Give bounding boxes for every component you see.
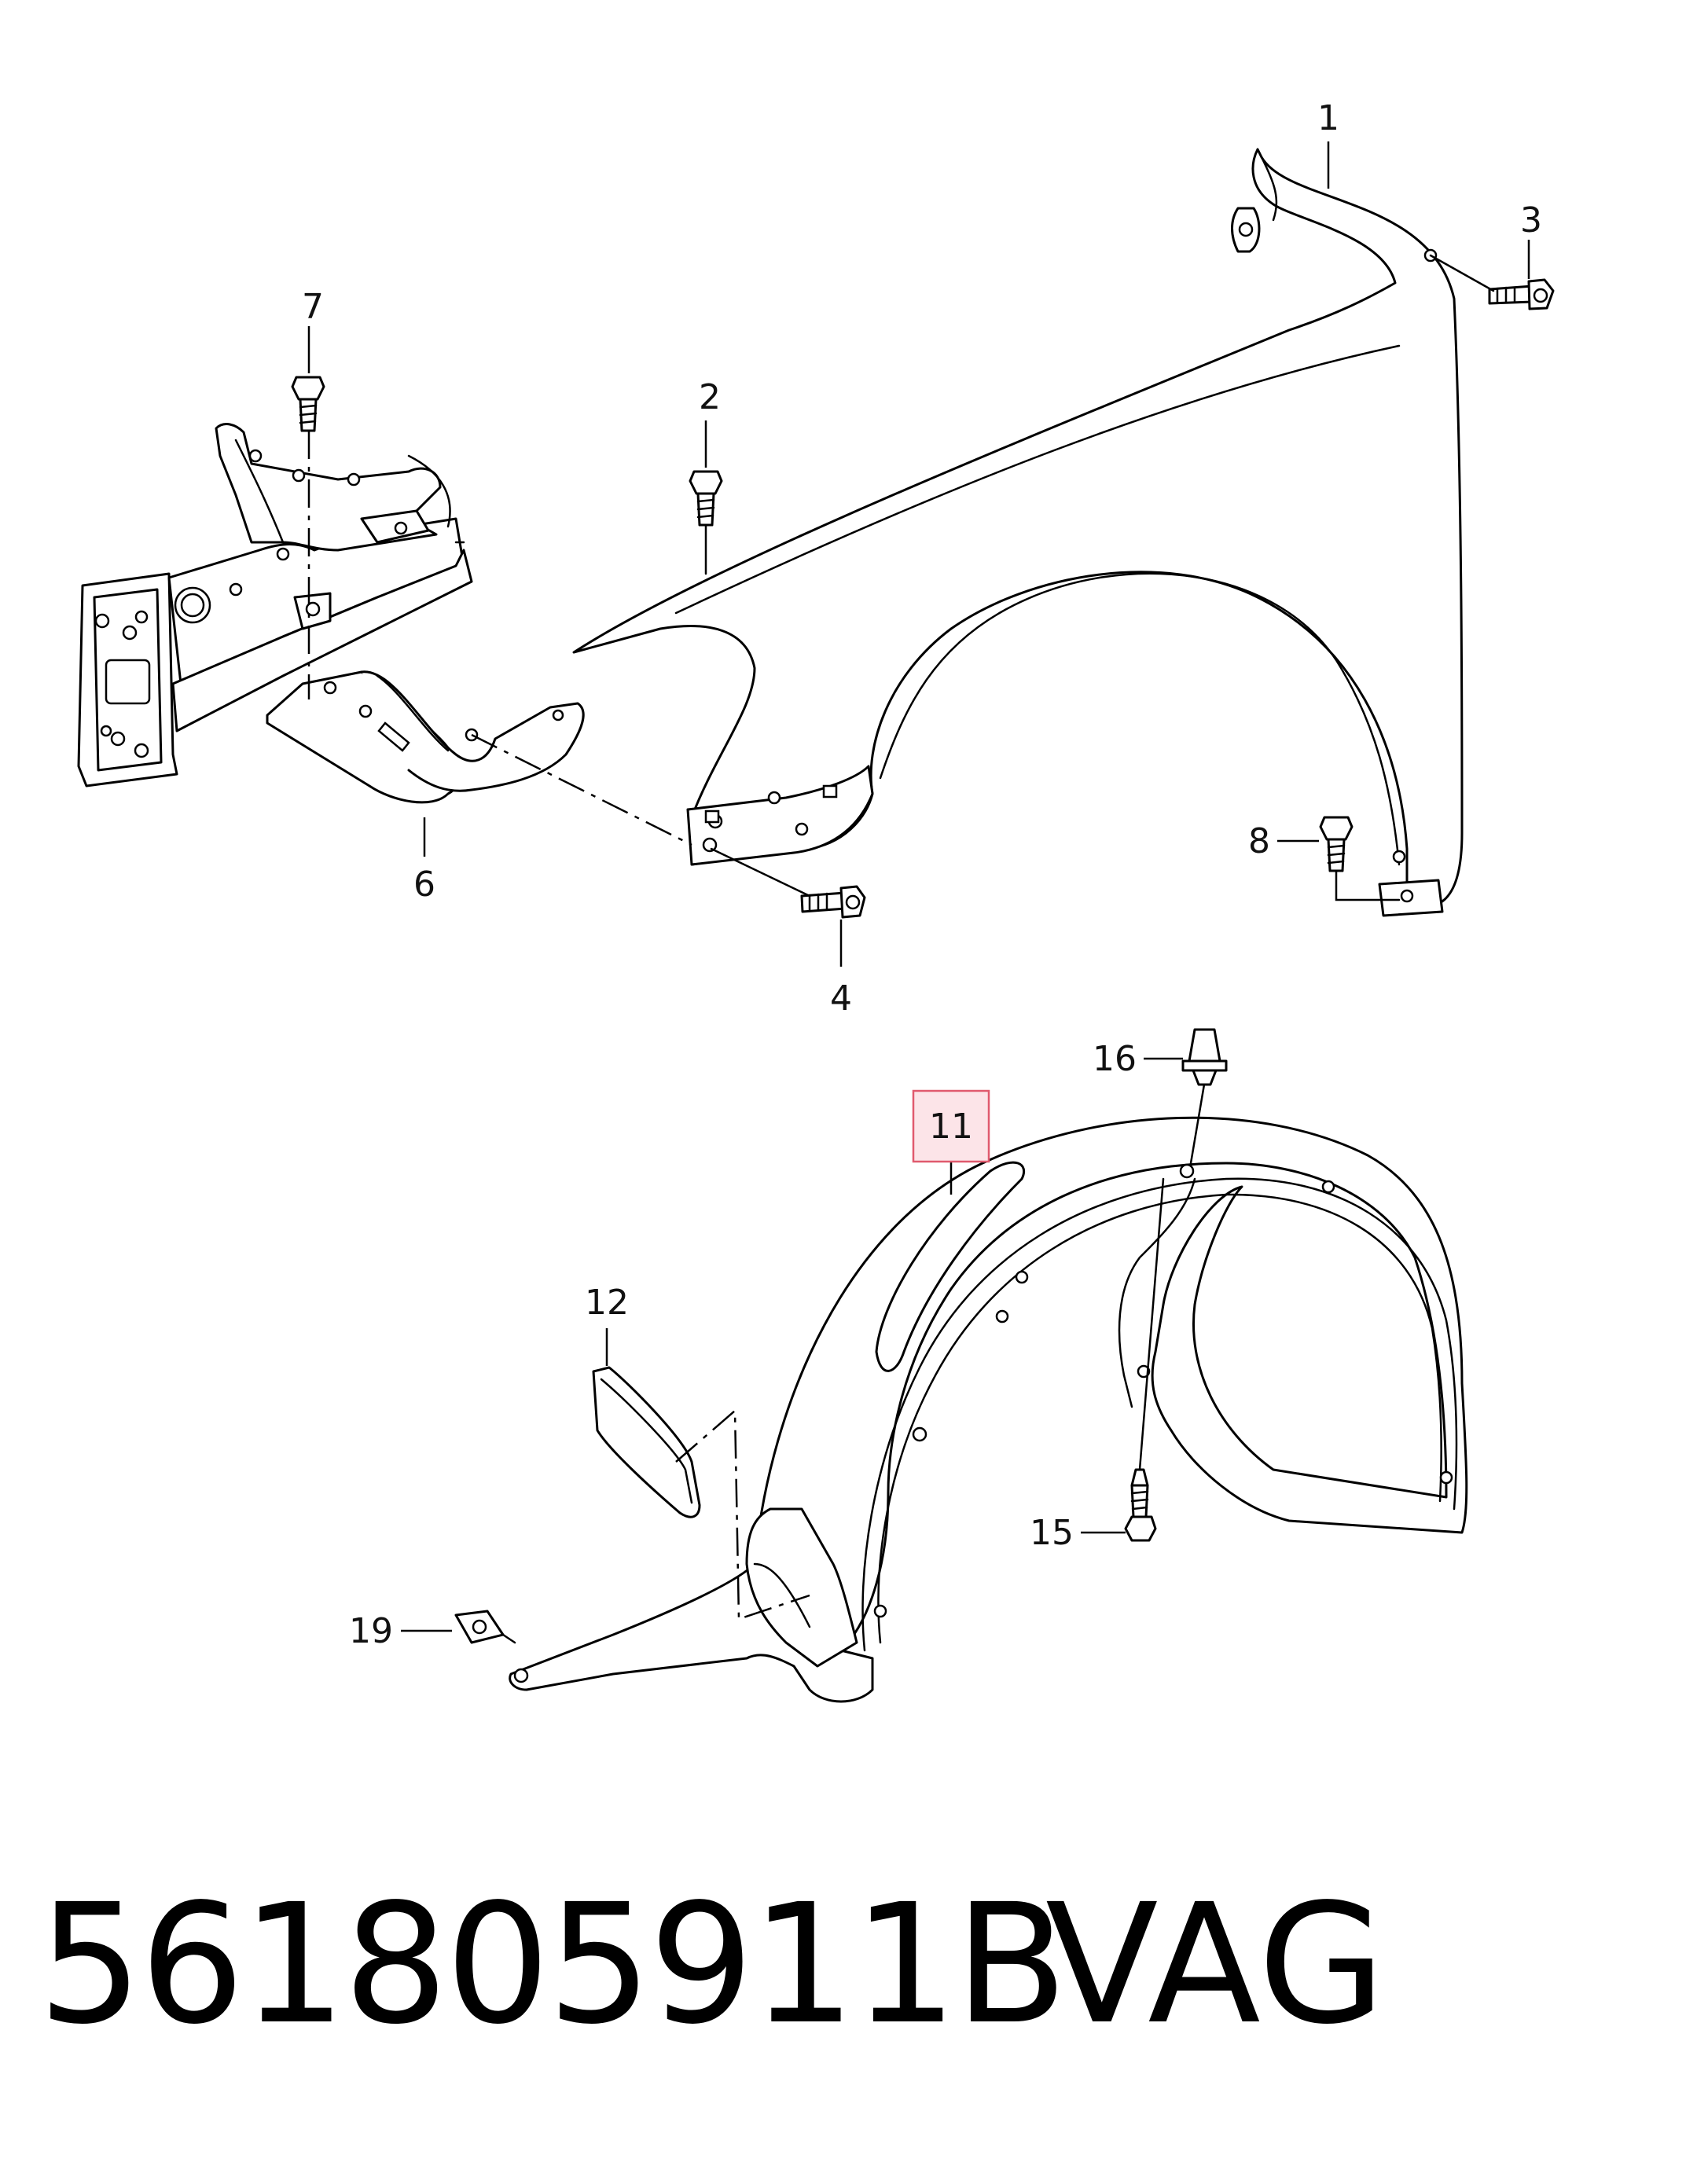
callout-6[interactable]: 6 bbox=[413, 865, 435, 905]
callout-7[interactable]: 7 bbox=[302, 287, 324, 327]
callout-16[interactable]: 16 bbox=[1093, 1039, 1137, 1079]
spreader-rivet-16 bbox=[1181, 1028, 1228, 1086]
callout-12[interactable]: 12 bbox=[585, 1283, 629, 1323]
screw-8 bbox=[1319, 816, 1354, 872]
assembly-line-3 bbox=[1429, 254, 1495, 292]
foam-seal bbox=[592, 1366, 810, 1621]
assembly-line-8 bbox=[1335, 869, 1401, 901]
callout-11-highlight bbox=[912, 1089, 990, 1163]
speed-nut-19 bbox=[454, 1610, 505, 1644]
callout-15[interactable]: 15 bbox=[1030, 1513, 1074, 1553]
screw-4 bbox=[800, 885, 866, 919]
axis-15 bbox=[1138, 1177, 1165, 1471]
front-side-member bbox=[77, 423, 473, 787]
screw-2 bbox=[689, 470, 723, 527]
assembly-line-bracket-fender bbox=[471, 733, 692, 846]
screw-3 bbox=[1488, 278, 1555, 310]
front-fender bbox=[572, 148, 1464, 917]
axis-16 bbox=[1189, 1083, 1206, 1165]
screw-7 bbox=[291, 376, 325, 432]
brand-label: VAG bbox=[1045, 1868, 1386, 2061]
wheel-housing-liner bbox=[509, 1116, 1468, 1703]
callout-19[interactable]: 19 bbox=[349, 1611, 393, 1651]
callout-8[interactable]: 8 bbox=[1248, 821, 1270, 861]
callout-4[interactable]: 4 bbox=[830, 978, 852, 1019]
axis-19 bbox=[501, 1633, 516, 1644]
callout-11[interactable]: 11 bbox=[929, 1107, 973, 1147]
callout-3[interactable]: 3 bbox=[1520, 200, 1542, 240]
callout-1[interactable]: 1 bbox=[1317, 98, 1339, 138]
part-number: 561805911B bbox=[38, 1868, 1068, 2061]
fender-bracket bbox=[266, 670, 585, 804]
assembly-line-4 bbox=[710, 847, 811, 898]
screw-15 bbox=[1124, 1468, 1157, 1542]
callout-2[interactable]: 2 bbox=[699, 377, 721, 417]
